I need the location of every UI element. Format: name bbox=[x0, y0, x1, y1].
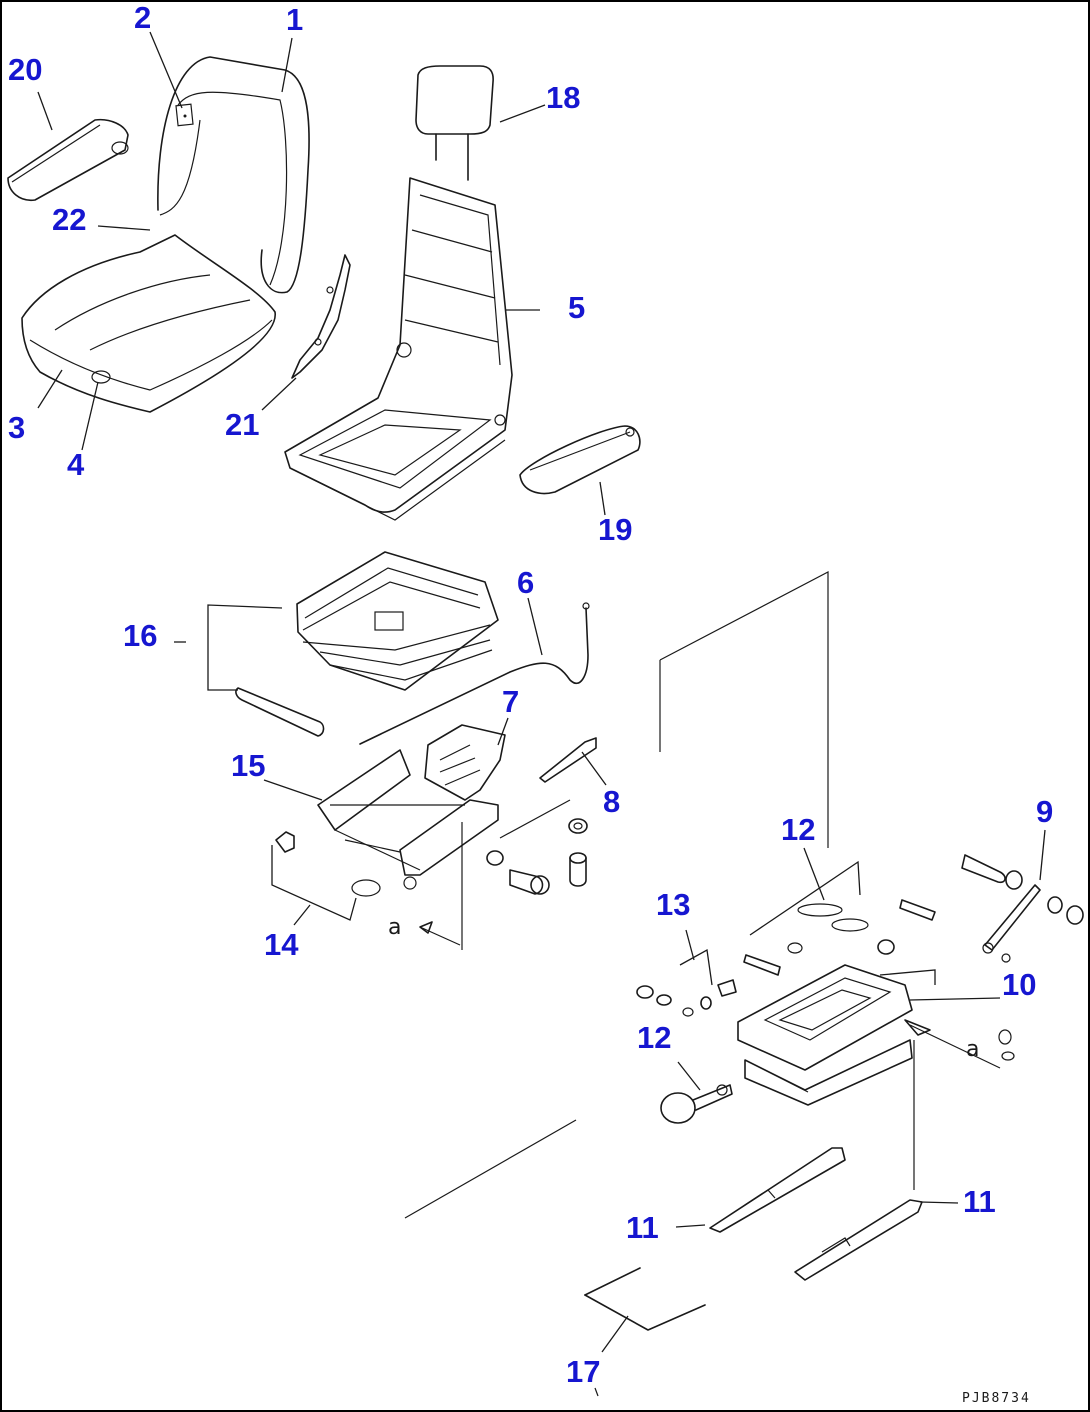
slide-assembly-10 bbox=[636, 854, 1084, 1124]
callout-3: 3 bbox=[8, 410, 25, 445]
slide-frame-15 bbox=[317, 749, 499, 890]
ref-mark-a-left: a bbox=[388, 915, 401, 940]
callout-labels: 1 2 3 4 5 6 7 8 9 10 11 11 12 12 13 14 1… bbox=[8, 0, 1053, 1389]
callout-12b: 12 bbox=[637, 1020, 671, 1055]
parts-14 bbox=[275, 831, 381, 897]
callout-9: 9 bbox=[1036, 794, 1053, 829]
cover-7 bbox=[424, 724, 506, 801]
suspension-16 bbox=[235, 551, 499, 737]
rails-11 bbox=[709, 1147, 923, 1281]
callout-12a: 12 bbox=[781, 812, 815, 847]
leader-lines bbox=[37, 31, 1046, 1397]
ref-mark-a-right: a bbox=[966, 1037, 979, 1062]
callout-8: 8 bbox=[603, 784, 620, 819]
headrest-18 bbox=[415, 65, 494, 181]
seat-frame-5 bbox=[284, 177, 513, 521]
callout-5: 5 bbox=[568, 290, 585, 325]
bracket-21 bbox=[291, 254, 351, 379]
callout-19: 19 bbox=[598, 512, 632, 547]
drawing-code: PJB8734 bbox=[962, 1391, 1031, 1406]
cable-6 bbox=[359, 602, 590, 745]
callout-7: 7 bbox=[502, 684, 519, 719]
callout-1: 1 bbox=[286, 2, 303, 37]
callout-21: 21 bbox=[225, 407, 259, 442]
callout-10: 10 bbox=[1002, 967, 1036, 1002]
callout-11a: 11 bbox=[626, 1210, 659, 1245]
callout-15: 15 bbox=[231, 748, 265, 783]
callout-20: 20 bbox=[8, 52, 42, 87]
callout-17: 17 bbox=[566, 1354, 600, 1389]
callout-11b: 11 bbox=[963, 1184, 996, 1219]
reference-marks: a a bbox=[388, 915, 979, 1062]
seat-cushion-assembly bbox=[7, 56, 310, 413]
guide-lines bbox=[404, 571, 1001, 1219]
plate-8 bbox=[539, 737, 597, 783]
callout-14: 14 bbox=[264, 927, 299, 962]
callout-2: 2 bbox=[134, 0, 151, 35]
callout-22: 22 bbox=[52, 202, 86, 237]
callout-16: 16 bbox=[123, 618, 157, 653]
mat-17 bbox=[584, 1267, 706, 1331]
callout-18: 18 bbox=[546, 80, 580, 115]
callout-13: 13 bbox=[656, 887, 690, 922]
hardware-group bbox=[486, 818, 588, 895]
callout-4: 4 bbox=[67, 447, 85, 482]
callout-6: 6 bbox=[517, 565, 534, 600]
armrest-19 bbox=[519, 425, 641, 495]
